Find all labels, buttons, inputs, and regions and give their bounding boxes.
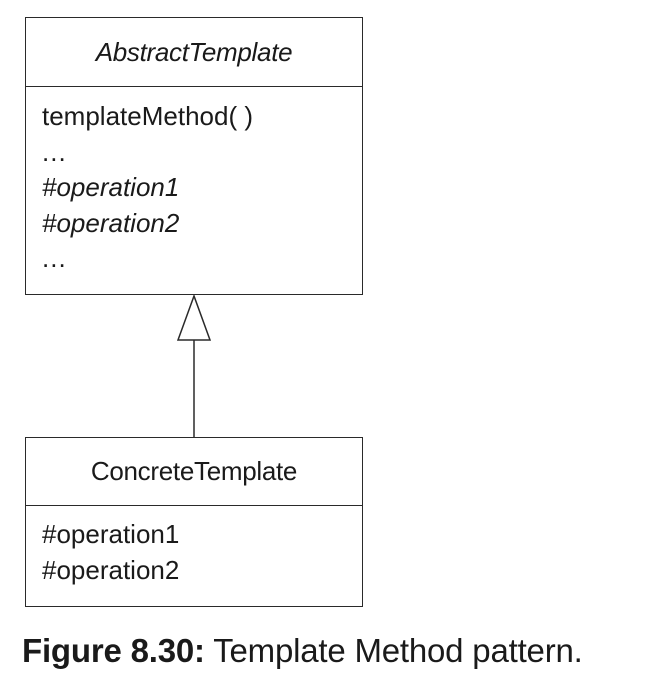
abstract-member-ellipsis-2: ... (42, 243, 67, 273)
concrete-member-operation1: #operation1 (42, 519, 180, 549)
abstract-member-template-method: templateMethod( ) (42, 101, 253, 131)
abstract-template-class: AbstractTemplate templateMethod( ) ... #… (25, 17, 363, 295)
concrete-template-class: ConcreteTemplate #operation1 #operation2 (25, 437, 363, 607)
concrete-class-members: #operation1 #operation2 (26, 506, 362, 588)
figure-caption-text: Template Method pattern. (204, 632, 583, 669)
concrete-member-operation2: #operation2 (42, 554, 180, 585)
figure-caption: Figure 8.30: Template Method pattern. (22, 632, 583, 670)
abstract-class-members: templateMethod( ) ... #operation1 #opera… (26, 87, 362, 277)
hollow-triangle-arrowhead (176, 293, 212, 341)
abstract-class-name: AbstractTemplate (26, 18, 362, 87)
figure-label: Figure 8.30: (22, 632, 205, 669)
abstract-member-operation1: #operation1 (42, 172, 180, 202)
abstract-member-operation2: #operation2 (42, 207, 180, 238)
concrete-class-name: ConcreteTemplate (26, 438, 362, 506)
abstract-member-ellipsis-1: ... (42, 136, 67, 167)
